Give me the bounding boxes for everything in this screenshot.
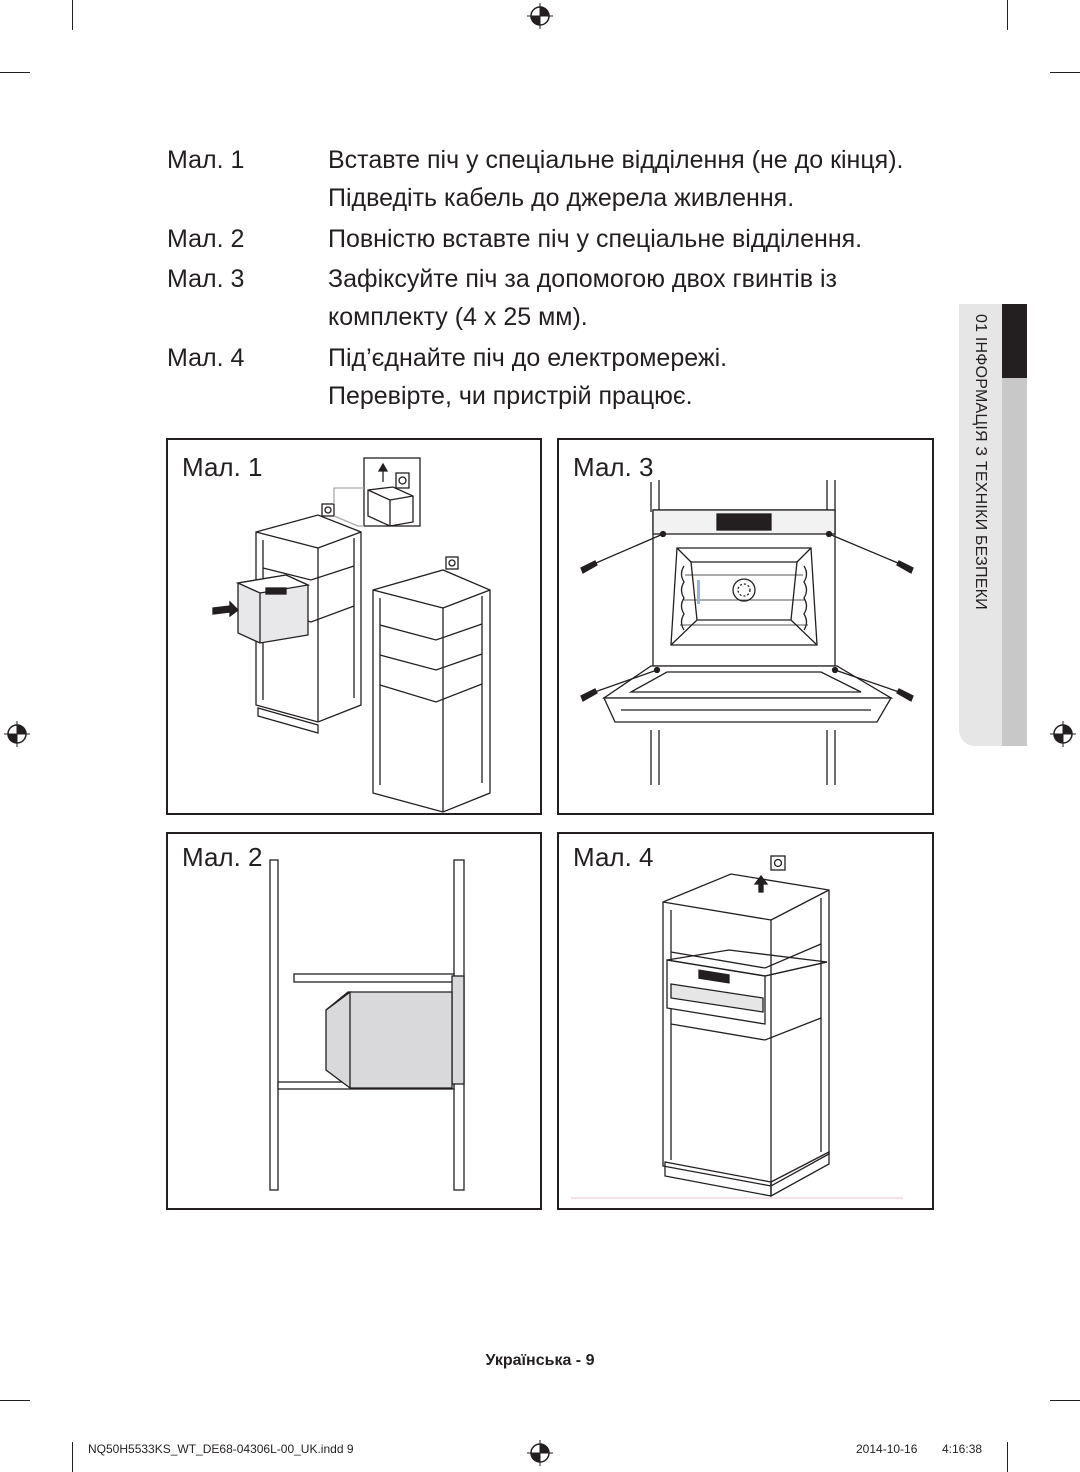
step-text: Підведіть кабель до джерела живлення. xyxy=(328,184,795,212)
step-label: Мал. 3 xyxy=(167,265,245,293)
oven-screw-fixing-illustration xyxy=(580,480,914,785)
crop-mark xyxy=(1007,1442,1008,1472)
step-text: Зафіксуйте піч за допомогою двох гвинтів… xyxy=(328,265,837,293)
step-label: Мал. 4 xyxy=(167,344,245,372)
step-text: Повністю вставте піч у спеціальне відділ… xyxy=(328,225,863,253)
step-label: Мал. 1 xyxy=(167,146,245,174)
side-tab-marker xyxy=(1002,304,1027,378)
oven-connected-illustration xyxy=(571,855,903,1199)
figure-title: Мал. 1 xyxy=(182,452,263,482)
print-slug-file: NQ50H5533KS_WT_DE68-04306L-00_UK.indd 9 xyxy=(88,1442,354,1456)
side-tab-label: 01 ІНФОРМАЦІЯ З ТЕХНІКИ БЕЗПЕКИ xyxy=(972,314,989,610)
figure-title: Мал. 4 xyxy=(573,842,654,872)
figure-1: Мал. 1 xyxy=(166,438,542,815)
figure-4: Мал. 4 xyxy=(557,832,934,1210)
oven-insert-illustration xyxy=(212,457,491,813)
figure-2: Мал. 2 xyxy=(166,832,542,1210)
section-side-tab: 01 ІНФОРМАЦІЯ З ТЕХНІКИ БЕЗПЕКИ xyxy=(959,304,1027,746)
crop-mark xyxy=(72,1442,73,1472)
crop-mark xyxy=(1050,1400,1080,1401)
crop-mark xyxy=(1050,72,1080,73)
crop-mark xyxy=(1007,0,1008,30)
installation-steps: Мал. 1 Вставте піч у спеціальне відділен… xyxy=(0,0,1080,420)
oven-fully-inserted-illustration xyxy=(269,859,465,1191)
step-text: Перевірте, чи пристрій працює. xyxy=(328,382,693,410)
registration-mark-icon xyxy=(4,721,30,747)
step-text: Під’єднайте піч до електромережі. xyxy=(328,344,728,372)
side-tab-background xyxy=(959,304,1002,746)
print-slug-time: 4:16:38 xyxy=(942,1442,983,1456)
step-text: комплекту (4 x 25 мм). xyxy=(328,303,588,331)
crop-mark xyxy=(0,1400,30,1401)
registration-mark-icon xyxy=(527,1440,553,1466)
side-tab-strip xyxy=(1002,378,1027,746)
print-slug-date: 2014-10-16 xyxy=(856,1442,918,1456)
registration-mark-icon xyxy=(527,3,553,29)
crop-mark xyxy=(0,72,30,73)
registration-mark-icon xyxy=(1050,721,1076,747)
page-number: Українська - 9 xyxy=(485,1352,595,1369)
figure-title: Мал. 2 xyxy=(182,842,263,872)
step-label: Мал. 2 xyxy=(167,225,245,253)
figure-title: Мал. 3 xyxy=(573,452,654,482)
step-text: Вставте піч у спеціальне відділення (не … xyxy=(328,146,904,174)
crop-mark xyxy=(72,0,73,30)
figure-3: Мал. 3 xyxy=(557,438,934,815)
